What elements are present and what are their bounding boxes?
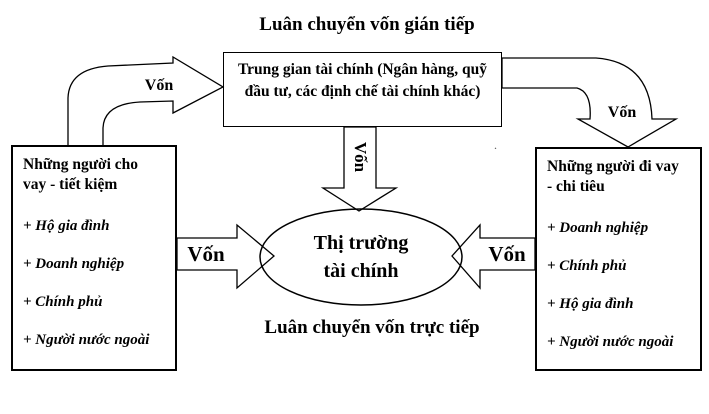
lenders-item-households: + Hộ gia đình (23, 218, 110, 234)
lenders-item-businesses: + Doanh nghiệp (23, 256, 125, 272)
lenders-item-foreigners: + Người nước ngoài (23, 332, 150, 348)
borrowers-box: Những người đi vay - chi tiêu + Doanh ng… (535, 147, 702, 371)
financial-intermediary-box: Trung gian tài chính (Ngân hàng, quỹ đầu… (223, 52, 502, 127)
lenders-box-title: Những người cho vay - tiết kiệm (23, 156, 139, 193)
direct-flow-title: Luân chuyển vốn trực tiếp (264, 317, 480, 338)
arrow-intermediary-to-borrowers (501, 57, 679, 148)
stray-dot: . (494, 138, 497, 152)
financial-market-label: Thị trường tài chính (313, 232, 409, 282)
borrowers-item-households: + Hộ gia đình (547, 296, 634, 312)
indirect-flow-title: Luân chuyển vốn gián tiếp (259, 14, 475, 35)
arrow-lenders-to-market (176, 223, 276, 290)
arrow-lenders-to-intermediary (67, 55, 225, 147)
market-ellipse-outline (259, 208, 463, 306)
von-label-lenders-to-market: Vốn (187, 242, 225, 266)
lenders-item-government: + Chính phủ (23, 294, 103, 310)
borrowers-item-businesses: + Doanh nghiệp (547, 220, 649, 236)
borrowers-item-foreigners: + Người nước ngoài (547, 334, 674, 350)
von-label-lenders-to-intermediary: Vốn (144, 77, 174, 94)
von-label-borrowers-to-market: Vốn (488, 242, 526, 266)
von-label-intermediary-to-market: Vốn (351, 141, 370, 173)
arrow-borrowers-to-market (451, 223, 536, 290)
lenders-box: Những người cho vay - tiết kiệm + Hộ gia… (11, 145, 177, 371)
arrow-intermediary-to-market (320, 126, 399, 212)
borrowers-item-government: + Chính phủ (547, 258, 627, 274)
von-label-intermediary-to-borrowers: Vốn (607, 104, 637, 121)
borrowers-box-title: Những người đi vay - chi tiêu (547, 158, 679, 195)
